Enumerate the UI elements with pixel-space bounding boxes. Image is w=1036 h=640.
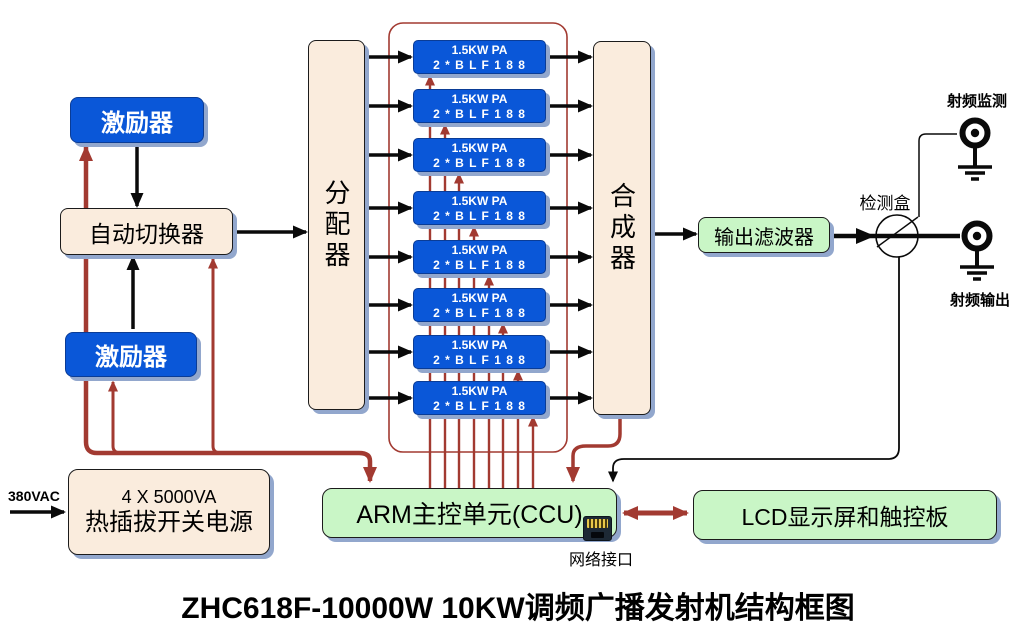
- pa-unit: 1.5KW PA 2 * B L F 1 8 8: [413, 288, 546, 322]
- psu-name: 热插拔开关电源: [85, 509, 253, 537]
- pa-power-label: 1.5KW PA: [451, 291, 508, 306]
- detector-coupler: [608, 133, 960, 483]
- pa-power-label: 1.5KW PA: [451, 194, 508, 209]
- rf-signal-arrows: [10, 50, 698, 519]
- pa-unit: 1.5KW PA 2 * B L F 1 8 8: [413, 89, 546, 123]
- pa-transistor-label: 2 * B L F 1 8 8: [433, 398, 526, 413]
- rf-monitor-label: 射频监测: [946, 93, 1007, 110]
- pa-power-label: 1.5KW PA: [451, 338, 508, 353]
- lcd-panel-block: LCD显示屏和触控板: [693, 490, 997, 540]
- rf-monitor-connector: [958, 117, 992, 181]
- arm-ccu-block: ARM主控单元(CCU): [322, 488, 617, 538]
- combiner-block: 合成器: [593, 41, 651, 415]
- psu-rating: 4 X 5000VA: [121, 486, 217, 507]
- pa-unit: 1.5KW PA 2 * B L F 1 8 8: [413, 138, 546, 172]
- pa-power-label: 1.5KW PA: [451, 384, 508, 399]
- pa-power-label: 1.5KW PA: [451, 243, 508, 258]
- exciter-bottom-block: 激励器: [65, 332, 197, 377]
- ethernet-port-icon: [583, 516, 612, 541]
- pa-enclosure-outline: [388, 22, 568, 453]
- red-power-lines: [79, 145, 689, 520]
- pa-transistor-label: 2 * B L F 1 8 8: [433, 208, 526, 223]
- pa-power-label: 1.5KW PA: [451, 43, 508, 58]
- pa-unit: 1.5KW PA 2 * B L F 1 8 8: [413, 240, 546, 274]
- rf-output-connector: [960, 220, 994, 281]
- mains-input-label: 380VAC: [8, 488, 60, 504]
- pa-unit: 1.5KW PA 2 * B L F 1 8 8: [413, 381, 546, 415]
- pa-transistor-label: 2 * B L F 1 8 8: [433, 57, 526, 72]
- pa-unit: 1.5KW PA 2 * B L F 1 8 8: [413, 40, 546, 74]
- pa-transistor-label: 2 * B L F 1 8 8: [433, 155, 526, 170]
- ethernet-slot: [591, 532, 604, 538]
- pa-unit: 1.5KW PA 2 * B L F 1 8 8: [413, 335, 546, 369]
- network-port-label: 网络接口: [568, 552, 633, 569]
- pa-transistor-label: 2 * B L F 1 8 8: [433, 305, 526, 320]
- rf-output-label: 射频输出: [949, 292, 1010, 309]
- psu-block: 4 X 5000VA 热插拔开关电源: [68, 469, 270, 555]
- pa-power-label: 1.5KW PA: [451, 92, 508, 107]
- pa-power-label: 1.5KW PA: [451, 141, 508, 156]
- splitter-block: 分配器: [308, 40, 365, 410]
- pa-transistor-label: 2 * B L F 1 8 8: [433, 257, 526, 272]
- auto-switch-block: 自动切换器: [60, 208, 233, 255]
- detector-box-label: 检测盒: [859, 194, 911, 213]
- output-filter-block: 输出滤波器: [698, 217, 830, 253]
- pa-transistor-label: 2 * B L F 1 8 8: [433, 352, 526, 367]
- exciter-top-block: 激励器: [70, 97, 204, 143]
- diagram-title: ZHC618F-10000W 10KW调频广播发射机结构框图: [181, 592, 855, 625]
- ethernet-pins: [587, 519, 608, 528]
- pa-transistor-label: 2 * B L F 1 8 8: [433, 106, 526, 121]
- pa-unit: 1.5KW PA 2 * B L F 1 8 8: [413, 191, 546, 225]
